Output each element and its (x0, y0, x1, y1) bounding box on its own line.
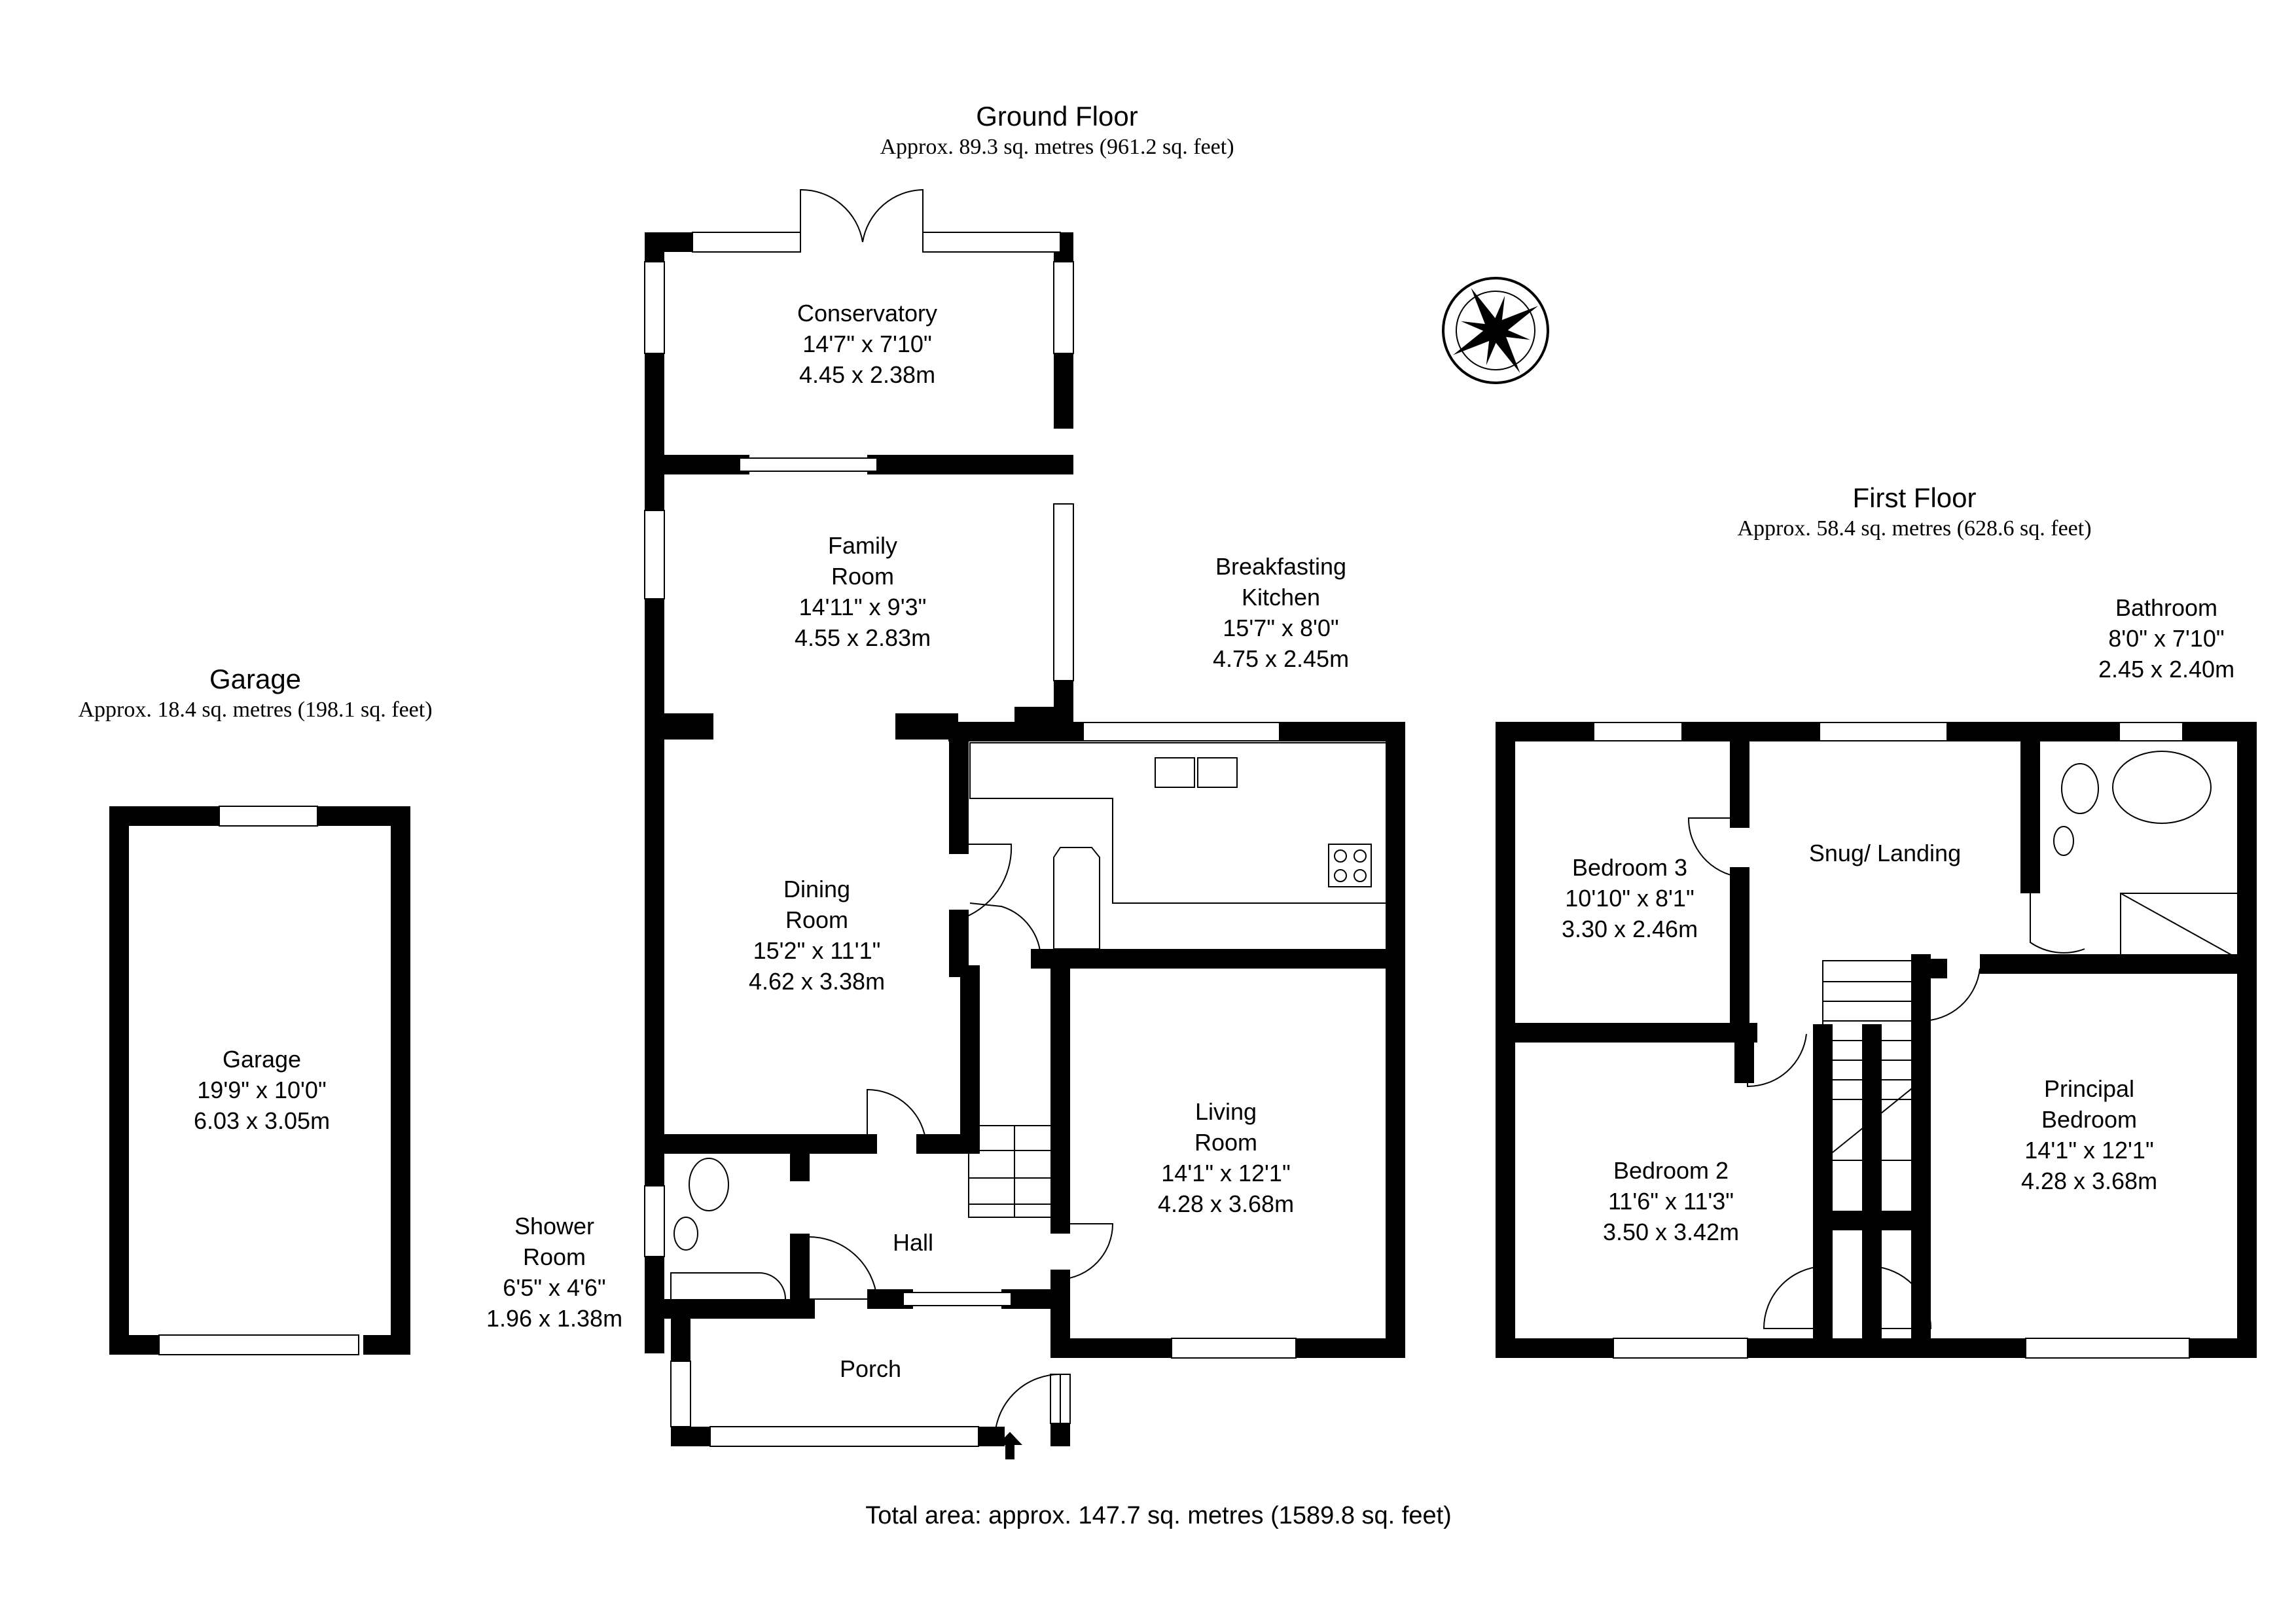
garage-header: Garage Approx. 18.4 sq. metres (198.1 sq… (0, 662, 511, 724)
room-name: Shower (514, 1213, 595, 1240)
room-name-line2: Kitchen (1241, 584, 1321, 611)
room-name-line2: Room (831, 563, 895, 590)
room-name: Principal (2043, 1075, 2135, 1102)
room-label-breakfasting-kitchen: Breakfasting Kitchen 15'7" x 8'0" 4.75 x… (1213, 551, 1349, 674)
room-name: Family (828, 532, 897, 559)
ground-floor-title: Ground Floor (976, 101, 1138, 132)
room-name-line2: Room (522, 1243, 586, 1270)
door-swings (800, 188, 2085, 1437)
room-label-snug-landing: Snug/ Landing (1809, 838, 1961, 868)
room-name: Hall (892, 1229, 934, 1256)
room-dim-imperial: 15'7" x 8'0" (1223, 615, 1339, 641)
windows (158, 232, 2190, 1447)
first-floor-header: First Floor Approx. 58.4 sq. metres (628… (1653, 481, 2176, 543)
kitchen-units (969, 742, 1387, 950)
room-name: Living (1194, 1098, 1257, 1125)
garage-title: Garage (209, 664, 302, 694)
room-label-dining-room: Dining Room 15'2" x 11'1" 4.62 x 3.38m (749, 874, 885, 997)
room-dim-imperial: 6'5" x 4'6" (503, 1274, 606, 1301)
room-name: Snug/ Landing (1808, 840, 1962, 866)
room-label-bedroom3: Bedroom 3 10'10" x 8'1" 3.30 x 2.46m (1562, 852, 1698, 944)
sanitaryware (670, 751, 2239, 1313)
room-name: Porch (839, 1355, 902, 1382)
room-dim-imperial: 14'11" x 9'3" (798, 594, 927, 620)
room-label-porch: Porch (840, 1353, 901, 1384)
room-label-bedroom2: Bedroom 2 11'6" x 11'3" 3.50 x 3.42m (1603, 1155, 1739, 1247)
ground-floor-walls (645, 232, 1405, 1446)
room-dim-imperial: 19'9" x 10'0" (197, 1077, 327, 1103)
room-label-garage: Garage 19'9" x 10'0" 6.03 x 3.05m (194, 1044, 330, 1136)
ground-floor-header: Ground Floor Approx. 89.3 sq. metres (96… (795, 99, 1319, 161)
room-label-bathroom: Bathroom 8'0" x 7'10" 2.45 x 2.40m (2098, 592, 2234, 685)
room-dim-metric: 4.62 x 3.38m (748, 968, 886, 995)
room-label-principal-bedroom: Principal Bedroom 14'1" x 12'1" 4.28 x 3… (2021, 1073, 2157, 1196)
room-label-shower-room: Shower Room 6'5" x 4'6" 1.96 x 1.38m (486, 1211, 622, 1334)
room-dim-imperial: 14'7" x 7'10" (802, 330, 932, 357)
garage-area: Approx. 18.4 sq. metres (198.1 sq. feet) (78, 698, 433, 722)
room-dim-metric: 4.28 x 3.68m (2020, 1168, 2158, 1194)
ground-floor-area: Approx. 89.3 sq. metres (961.2 sq. feet) (880, 135, 1234, 159)
room-dim-imperial: 11'6" x 11'3" (1607, 1188, 1734, 1215)
room-name: Breakfasting (1215, 553, 1347, 580)
first-floor-area: Approx. 58.4 sq. metres (628.6 sq. feet) (1737, 516, 2092, 541)
compass-rose-icon (1442, 277, 1549, 384)
room-name-line2: Room (1194, 1129, 1258, 1156)
room-dim-metric: 4.75 x 2.45m (1212, 645, 1350, 672)
room-label-hall: Hall (893, 1227, 933, 1258)
room-name: Conservatory (797, 300, 938, 327)
room-dim-metric: 2.45 x 2.40m (2098, 656, 2235, 683)
room-dim-imperial: 8'0" x 7'10" (2108, 625, 2225, 652)
room-label-living-room: Living Room 14'1" x 12'1" 4.28 x 3.68m (1158, 1096, 1294, 1219)
room-name: Garage (222, 1046, 302, 1073)
room-dim-metric: 4.28 x 3.68m (1157, 1190, 1295, 1217)
room-name: Bathroom (2115, 594, 2218, 621)
room-dim-metric: 3.50 x 3.42m (1602, 1219, 1740, 1245)
room-name: Bedroom 3 (1571, 854, 1688, 881)
room-name: Bedroom 2 (1613, 1157, 1729, 1184)
room-label-family-room: Family Room 14'11" x 9'3" 4.55 x 2.83m (795, 530, 931, 653)
total-area: Total area: approx. 147.7 sq. metres (15… (865, 1502, 1452, 1529)
room-dim-imperial: 15'2" x 11'1" (753, 937, 881, 964)
room-dim-imperial: 14'1" x 12'1" (1161, 1160, 1291, 1186)
first-floor-title: First Floor (1852, 482, 1977, 513)
room-dim-metric: 6.03 x 3.05m (193, 1107, 331, 1134)
stairs (968, 960, 1915, 1218)
room-name-line2: Room (785, 906, 849, 933)
room-dim-metric: 1.96 x 1.38m (486, 1305, 623, 1332)
entrance-arrow-icon (997, 1432, 1022, 1459)
garage-walls (109, 806, 410, 1355)
room-name: Dining (783, 876, 851, 902)
room-label-conservatory: Conservatory 14'7" x 7'10" 4.45 x 2.38m (797, 298, 937, 390)
room-dim-metric: 4.55 x 2.83m (794, 624, 931, 651)
room-dim-imperial: 10'10" x 8'1" (1565, 885, 1695, 912)
room-dim-metric: 4.45 x 2.38m (798, 361, 936, 388)
room-name-line2: Bedroom (2041, 1106, 2138, 1133)
room-dim-metric: 3.30 x 2.46m (1561, 916, 1698, 942)
room-dim-imperial: 14'1" x 12'1" (2024, 1137, 2154, 1164)
